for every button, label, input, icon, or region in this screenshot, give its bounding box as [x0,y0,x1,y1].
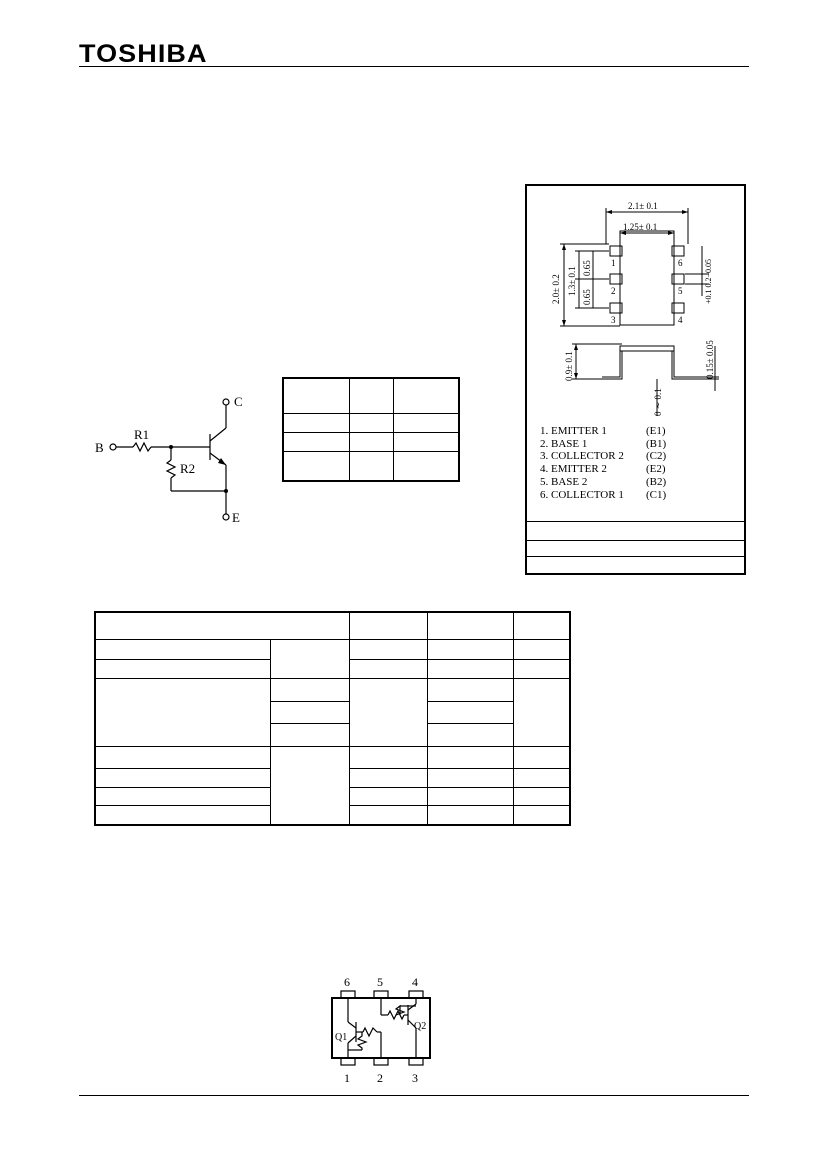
table-cell [427,745,514,769]
package-info-divider [527,521,744,522]
table-cell [427,700,514,724]
table-cell [349,745,429,769]
dim-lead-thickness: +0.1 0.2−0.05 [704,259,713,304]
list-item: 3. COLLECTOR 2(C2) [540,450,667,463]
resistor-r1-label: R1 [134,427,149,442]
table-cell [512,786,571,806]
table-cell [348,412,394,433]
table-cell [512,677,571,747]
dim-width-total: 2.1± 0.1 [628,201,658,211]
table-cell [349,786,429,806]
list-item: 6. COLLECTOR 1(C1) [540,488,667,501]
table-cell [349,804,429,826]
list-item: 1. EMITTER 1(E1) [540,425,666,437]
dim-lead-height: 0.15± 0.05 [705,340,715,379]
header-rule [79,66,749,67]
table-cell [94,658,271,679]
table-cell [349,638,429,660]
table-cell [427,767,514,788]
table-cell [94,786,271,806]
table-cell [269,722,351,747]
resistor-values-table [282,377,460,482]
table-cell [94,745,271,769]
package-drawing: 1 2 3 4 5 6 2.1± 0.1 1.25± 0.1 2.0± 0.2 … [551,201,719,416]
top-pin-label: 5 [377,975,383,989]
table-cell [348,377,394,414]
pin-number: 2 [611,286,616,296]
dim-height-total: 2.0± 0.2 [551,274,561,304]
pin-number: 3 [611,315,616,325]
dim-body-width: 1.25± 0.1 [623,222,657,232]
dim-pitch-lower: 0.65 [582,289,592,305]
table-cell [427,658,514,679]
transistor-q1-label: Q1 [335,1032,347,1043]
table-cell [427,722,514,747]
resistor-r2-label: R2 [180,461,195,476]
table-cell [348,451,394,482]
table-cell [349,677,429,747]
footer-rule [79,1095,749,1096]
table-cell [392,451,460,482]
table-cell [94,804,271,826]
list-item: 4. EMITTER 2(E2) [540,463,666,476]
table-cell [269,677,351,702]
table-cell [269,700,351,724]
transistor-q2-label: Q2 [414,1021,426,1032]
table-cell [348,431,394,453]
toshiba-logo: TOSHIBA [79,40,208,68]
top-pin-label: 6 [344,975,350,989]
table-cell [282,412,350,433]
table-cell [269,638,351,679]
table-cell [392,377,460,414]
terminal-collector-label: C [234,394,243,409]
package-info-divider [527,556,744,557]
terminal-emitter-label: E [232,510,240,525]
table-cell [282,377,350,414]
table-cell [349,767,429,788]
internal-connection-diagram: 6 5 4 1 2 3 Q1 Q2 [331,975,431,1085]
dim-body-height: 0.9± 0.1 [564,351,574,381]
table-cell [94,677,271,747]
bottom-pin-label: 3 [412,1071,418,1085]
table-cell [349,611,429,640]
equivalent-circuit: B R1 R2 C E [95,394,243,525]
pin-number: 6 [678,258,683,268]
terminal-base-label: B [95,440,104,455]
package-outline-box: 1 2 3 4 5 6 2.1± 0.1 1.25± 0.1 2.0± 0.2 … [525,184,746,575]
table-cell [427,786,514,806]
ratings-table [94,611,571,826]
table-cell [392,412,460,433]
list-item: 2. BASE 1(B1) [540,437,667,450]
table-cell [512,804,571,826]
pin-assignment-list: 1. EMITTER 1(E1) 2. BASE 1(B1) 3. COLLEC… [540,425,666,501]
table-cell [94,611,351,640]
bottom-pin-label: 1 [344,1071,350,1085]
table-cell [512,767,571,788]
pin-number: 1 [611,258,616,268]
list-item: 5. BASE 2(B2) [540,475,667,488]
bottom-pin-label: 2 [377,1071,383,1085]
table-cell [512,745,571,769]
table-cell [94,638,271,660]
top-pin-label: 4 [412,975,418,989]
table-cell [392,431,460,453]
table-cell [427,804,514,826]
table-cell [427,677,514,702]
table-cell [269,745,351,826]
table-cell [427,638,514,660]
dim-pin-span: 1.3± 0.1 [567,266,577,296]
dim-standoff: 0 ∼ 0.1 [653,388,663,416]
table-cell [512,658,571,679]
table-cell [512,638,571,660]
table-cell [427,611,514,640]
dim-pitch-upper: 0.65 [582,260,592,276]
table-cell [512,611,571,640]
pin-number: 4 [678,315,683,325]
table-cell [349,658,429,679]
table-cell [282,451,350,482]
pin-number: 5 [678,286,683,296]
table-cell [282,431,350,453]
table-cell [94,767,271,788]
package-info-divider [527,540,744,541]
